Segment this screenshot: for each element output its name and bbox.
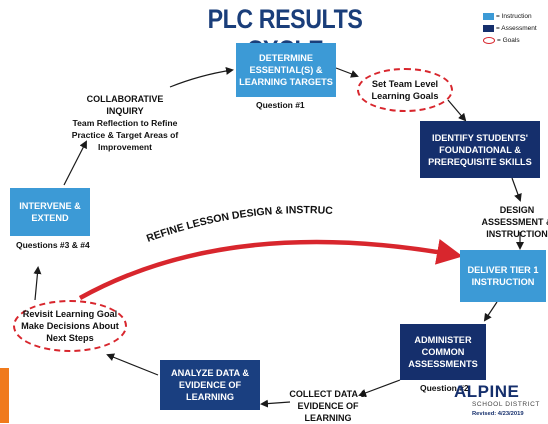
- orange-side-bar: [0, 368, 9, 423]
- assessment-swatch: [483, 24, 494, 32]
- collab-body: Team Reflection to Refine Practice & Tar…: [71, 118, 179, 152]
- step-design: DESIGN ASSESSMENT & INSTRUCTION: [481, 205, 548, 239]
- instruction-swatch: [483, 12, 494, 20]
- arrow-collect-to-analyze: [260, 399, 291, 408]
- arrow-collab-to-determine: [169, 66, 234, 88]
- goals-swatch: [483, 36, 495, 44]
- alpine-district-logo: ALPINE SCHOOL DISTRICT Revised: 4/23/201…: [454, 382, 548, 422]
- arrow-revisit-to-intervene: [33, 266, 42, 301]
- legend-item-goals: = Goals: [483, 34, 548, 46]
- arrow-deliver-to-administer: [483, 301, 498, 322]
- goal-set-team-level: Set Team Level Learning Goals: [357, 68, 453, 112]
- arrow-goals-to-identify: [447, 99, 467, 122]
- arrow-administer-to-collect: [358, 379, 401, 397]
- arrow-determine-to-goals: [335, 67, 359, 78]
- step-identify-skills: IDENTIFY STUDENTS' FOUNDATIONAL & PREREQ…: [420, 121, 540, 178]
- legend: = Instruction = Assessment = Goals: [483, 10, 548, 46]
- logo-name: ALPINE: [454, 382, 520, 401]
- step-determine: DETERMINE ESSENTIAL(S) & LEARNING TARGET…: [236, 43, 336, 97]
- questions-3-4-label: Questions #3 & #4: [16, 240, 90, 250]
- revised-date: Revised: 4/23/2019: [472, 411, 524, 417]
- step-deliver-tier1: DELIVER TIER 1 INSTRUCTION: [460, 250, 546, 302]
- arrow-analyze-to-revisit: [106, 353, 159, 376]
- step-collect-data: COLLECT DATA & EVIDENCE OF LEARNING: [289, 389, 367, 423]
- step-intervene-extend: INTERVENE & EXTEND: [10, 188, 90, 236]
- step-analyze-data: ANALYZE DATA & EVIDENCE OF LEARNING: [160, 360, 260, 410]
- goal-revisit: Revisit Learning Goal Make Decisions Abo…: [13, 300, 127, 352]
- step-administer: ADMINISTER COMMON ASSESSMENTS: [400, 324, 486, 380]
- question-2-label: Question #2: [420, 383, 469, 393]
- arrow-intervene-to-collab: [63, 140, 87, 186]
- logo-district: SCHOOL DISTRICT: [472, 401, 540, 408]
- refine-arrow: [78, 239, 463, 300]
- page-title: PLC RESULTS CYCLE: [207, 4, 363, 65]
- legend-item-instruction: = Instruction: [483, 10, 548, 22]
- arrow-identify-to-design: [511, 177, 522, 202]
- question-1-label: Question #1: [256, 100, 305, 110]
- legend-item-assessment: = Assessment: [483, 22, 548, 34]
- collab-title: COLLABORATIVE INQUIRY: [86, 94, 164, 116]
- step-collaborative-inquiry: COLLABORATIVE INQUIRY Team Reflection to…: [70, 93, 180, 153]
